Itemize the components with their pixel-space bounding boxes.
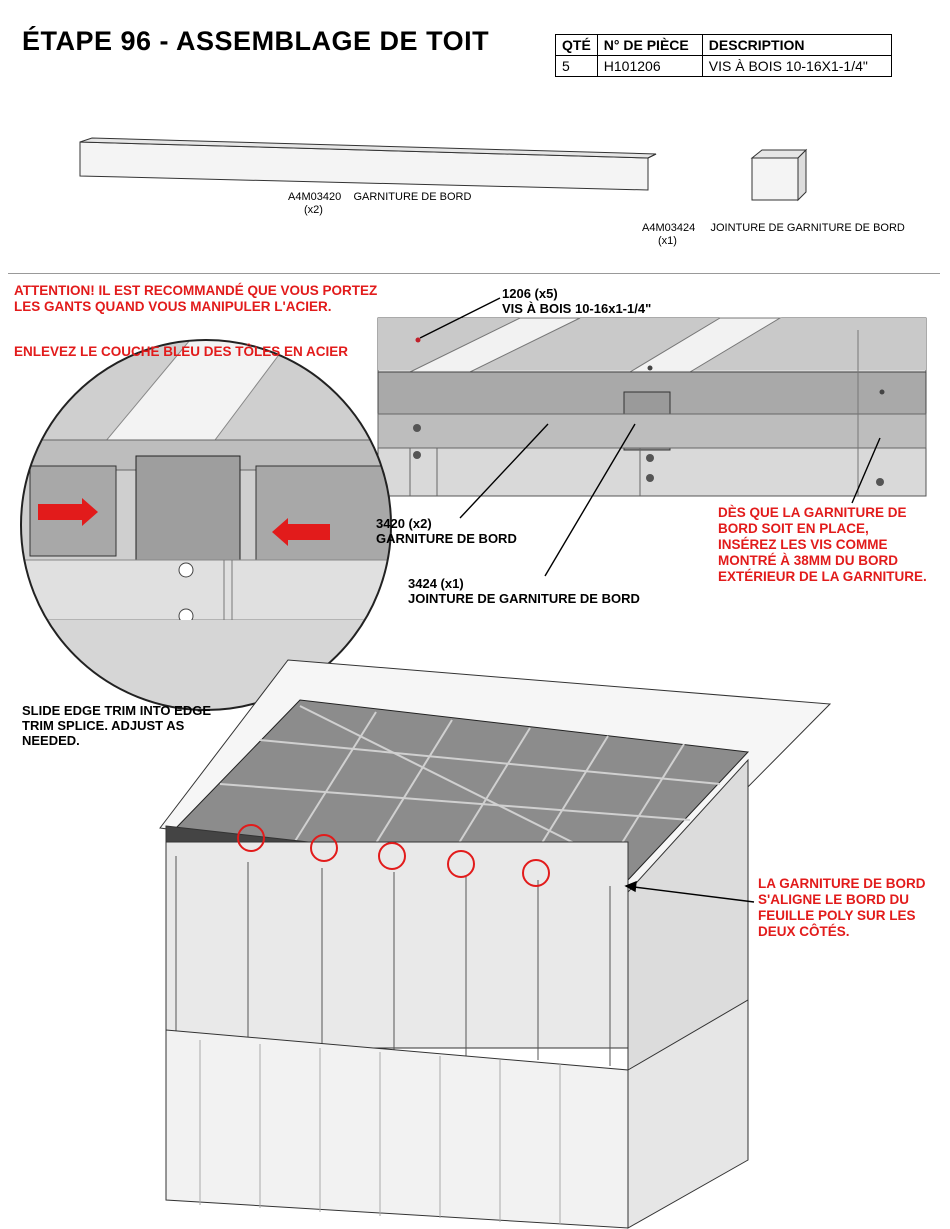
splice-callout-id: 3424 (x1) (408, 576, 464, 591)
slide-instruction: SLIDE EDGE TRIM INTO EDGE TRIM SPLICE. A… (22, 703, 212, 748)
splice-callout-name: JOINTURE DE GARNITURE DE BORD (408, 591, 640, 606)
page-title: ÉTAPE 96 - ASSEMBLAGE DE TOIT (22, 26, 490, 56)
part-cell: H101206 (596, 55, 703, 77)
splice-callout: 3424 (x1) JOINTURE DE GARNITURE DE BORD (408, 576, 640, 606)
gazebo-drawing (159, 659, 832, 1229)
gloves-warning: ATTENTION! IL EST RECOMMANDÉ QUE VOUS PO… (14, 283, 378, 314)
trim-callout: 3420 (x2) GARNITURE DE BORD (376, 516, 517, 546)
section-divider (8, 273, 940, 274)
screw-callout: 1206 (x5) VIS À BOIS 10-16x1-1/4" (502, 286, 651, 316)
trim-part-label: A4M03420 GARNITURE DE BORD (x2) (288, 191, 471, 217)
trim-name: GARNITURE DE BORD (353, 191, 472, 203)
trim-code: A4M03420 (288, 191, 342, 203)
screw-instruction: DÈS QUE LA GARNITURE DE BORD SOIT EN PLA… (718, 505, 927, 584)
splice-name: JOINTURE DE GARNITURE DE BORD (710, 222, 905, 234)
screw-callout-id: 1206 (x5) (502, 286, 558, 301)
parts-table-header: QTÉ N° DE PIÈCE DESCRIPTION (555, 34, 892, 56)
trim-callout-name: GARNITURE DE BORD (376, 531, 517, 546)
splice-part-label: A4M03424 JOINTURE DE GARNITURE DE BORD (… (642, 222, 905, 248)
table-row: 5 H101206 VIS À BOIS 10-16X1-1/4" (555, 55, 892, 77)
detail-view-rect (377, 317, 927, 497)
desc-cell: VIS À BOIS 10-16X1-1/4" (701, 55, 892, 77)
parts-table: QTÉ N° DE PIÈCE DESCRIPTION 5 H101206 VI… (555, 34, 892, 77)
screw-callout-name: VIS À BOIS 10-16x1-1/4" (502, 301, 652, 316)
trim-qty: (x2) (304, 204, 323, 216)
edge-trim-part-drawing (79, 137, 657, 191)
trim-callout-id: 3420 (x2) (376, 516, 432, 531)
splice-qty: (x1) (658, 235, 677, 247)
align-note: LA GARNITURE DE BORD S'ALIGNE LE BORD DU… (758, 876, 926, 939)
film-warning: ENLEVEZ LE COUCHE BLEU DES TÔLES EN ACIE… (14, 344, 349, 359)
edge-trim-splice-part-drawing (750, 148, 808, 202)
splice-code: A4M03424 (642, 222, 696, 234)
detail-view-circle (20, 339, 392, 711)
screw-location-markers (237, 824, 550, 887)
col-qty-header: QTÉ (555, 34, 598, 56)
